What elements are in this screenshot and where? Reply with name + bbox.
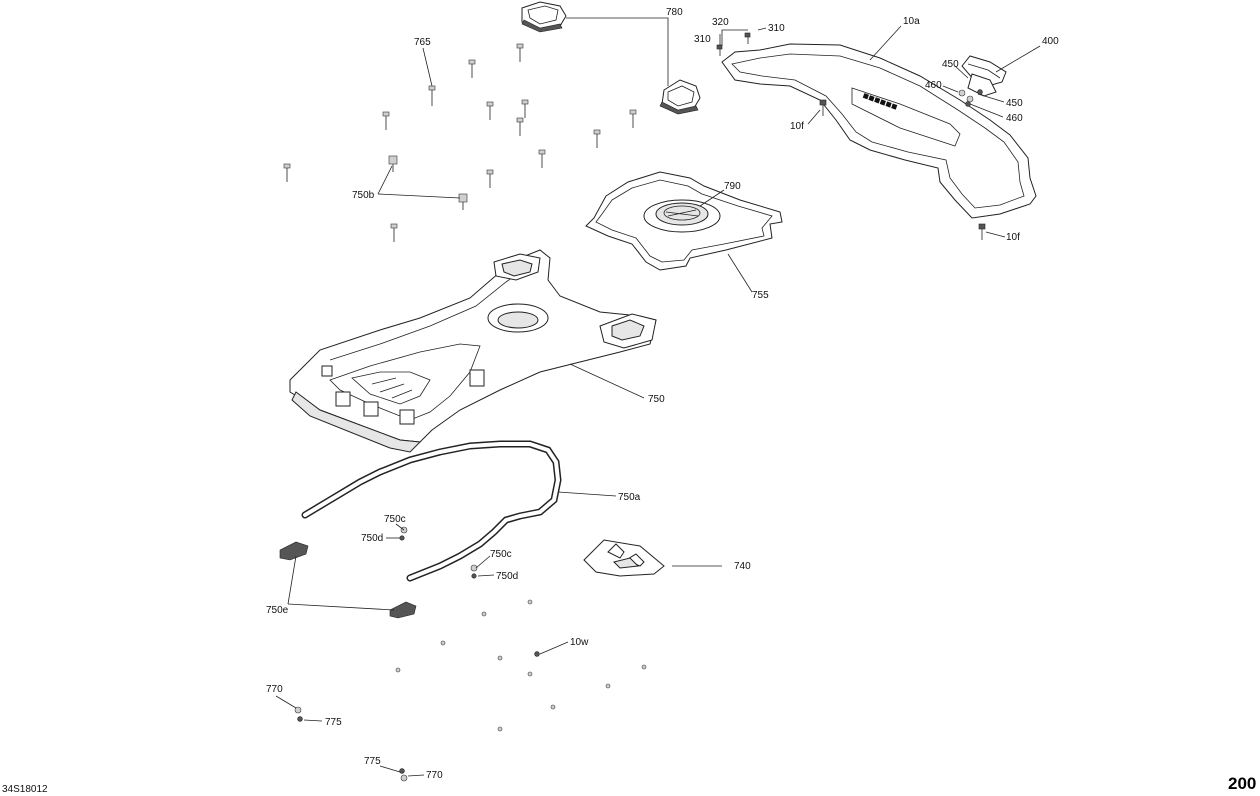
screw — [819, 99, 827, 116]
leader-lines — [275, 17, 1041, 777]
callout-labels: 780 320 310 310 10a 400 765 450 460 450 … — [266, 7, 1059, 781]
screws-765 — [283, 32, 986, 242]
callout-750d-lower: 750d — [496, 571, 518, 582]
screw — [283, 163, 291, 182]
fasteners-450-460 — [958, 89, 983, 107]
part-790-filler-cap — [643, 199, 721, 233]
part-780-bumper-pad-upper — [521, 1, 567, 33]
part-10a-deck-mat: ■■■■■■ — [721, 43, 1037, 219]
callout-450-lower: 450 — [1006, 98, 1023, 109]
washers-770-775 — [294, 706, 408, 782]
callout-750c-lower: 750c — [490, 549, 512, 560]
callout-750: 750 — [648, 394, 665, 405]
callout-10w: 10w — [570, 637, 589, 648]
screw — [978, 223, 986, 240]
screw — [516, 117, 524, 136]
callout-740: 740 — [734, 561, 751, 572]
screw — [516, 43, 524, 62]
part-740-bracket-plate — [583, 539, 665, 577]
screw — [593, 129, 601, 148]
screw — [390, 223, 398, 242]
callout-775-lower: 775 — [364, 756, 381, 767]
nuts-750b — [388, 155, 468, 210]
part-780-bumper-pad-lower — [659, 79, 701, 115]
part-750-main-body — [289, 249, 657, 453]
callout-450-upper: 450 — [942, 59, 959, 70]
callout-750a: 750a — [618, 492, 641, 503]
callout-460-upper: 460 — [925, 80, 942, 91]
screw — [538, 149, 546, 168]
reference-code: 34S18012 — [2, 784, 48, 795]
screw — [486, 169, 494, 188]
callout-750e: 750e — [266, 605, 289, 616]
screw — [744, 32, 751, 44]
callout-310-right: 310 — [768, 23, 785, 34]
screw — [521, 99, 529, 118]
callout-10a: 10a — [903, 16, 920, 27]
callout-750d-upper: 750d — [361, 533, 383, 544]
callout-310-left: 310 — [694, 34, 711, 45]
callout-10f-lower: 10f — [1006, 232, 1020, 243]
callout-790: 790 — [724, 181, 741, 192]
callout-10f-upper: 10f — [790, 121, 804, 132]
part-750a-seal-strip — [301, 440, 562, 582]
part-750e-clip — [279, 541, 417, 619]
screw — [716, 44, 723, 56]
callout-755: 755 — [752, 290, 769, 301]
screw — [382, 111, 390, 130]
page-number: 200 — [1228, 774, 1256, 793]
callout-770-lower: 770 — [426, 770, 443, 781]
callout-750b: 750b — [352, 190, 375, 201]
callout-780: 780 — [666, 7, 683, 18]
callout-770-upper: 770 — [266, 684, 283, 695]
callout-765: 765 — [414, 37, 431, 48]
screw — [468, 59, 476, 78]
rivets-10w — [395, 599, 647, 732]
screw — [428, 85, 436, 106]
callout-460-lower: 460 — [1006, 113, 1023, 124]
callout-320: 320 — [712, 17, 729, 28]
callout-750c-upper: 750c — [384, 514, 406, 525]
callout-775-upper: 775 — [325, 717, 342, 728]
callout-400: 400 — [1042, 36, 1059, 47]
screw — [629, 109, 637, 128]
part-400-grab-handle — [961, 55, 1007, 97]
screw — [486, 101, 494, 120]
